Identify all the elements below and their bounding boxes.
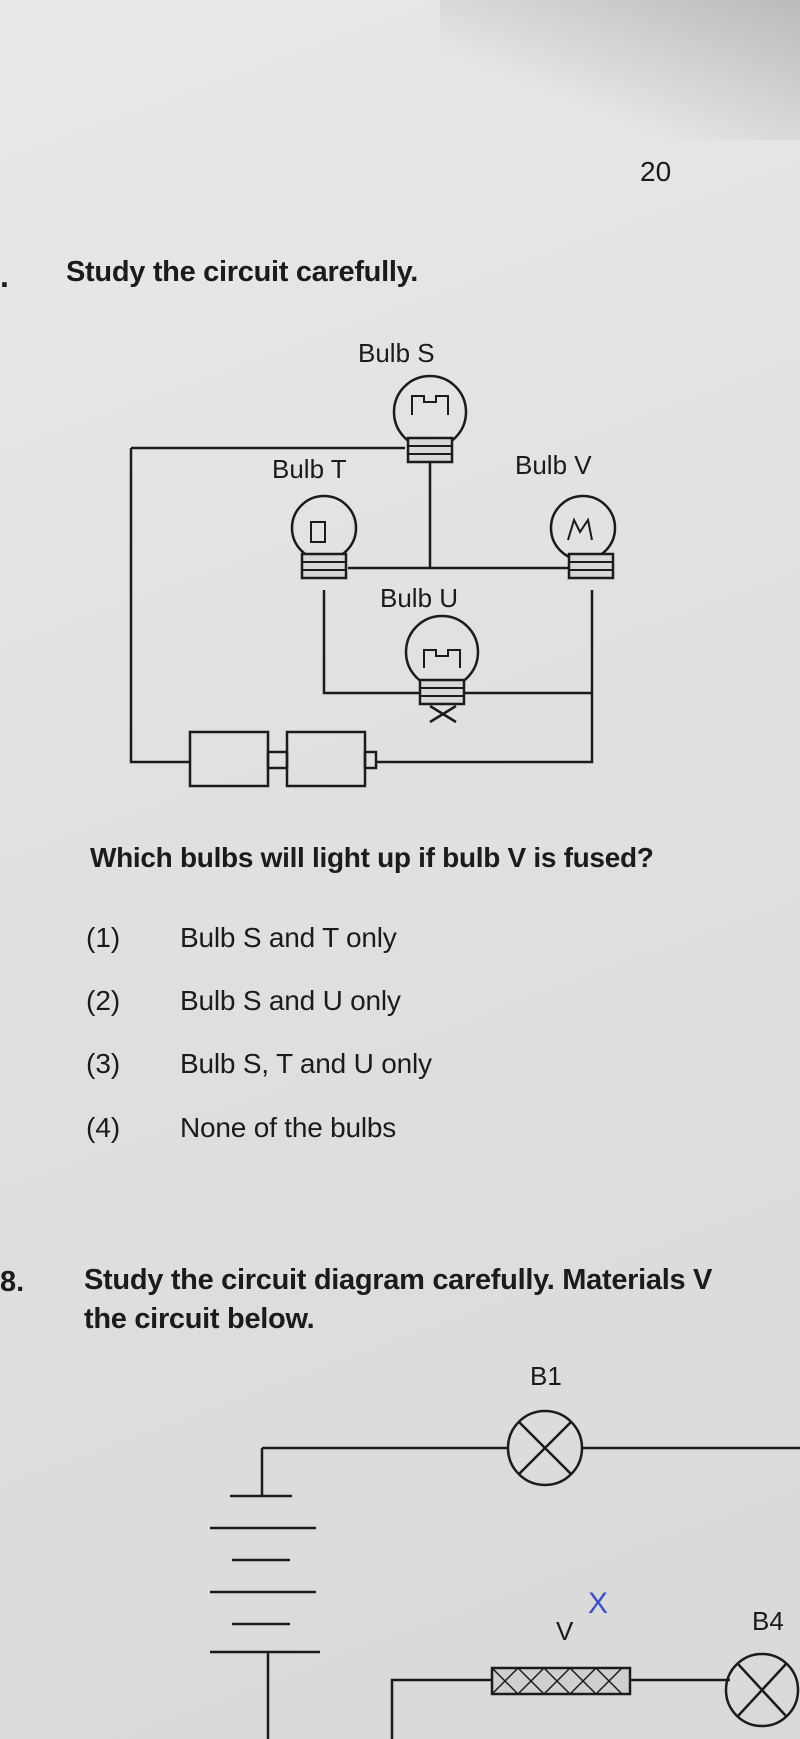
- bulb-v-label: Bulb V: [515, 450, 592, 480]
- circuit-1-wires: [129, 446, 594, 764]
- bulb-v: [549, 494, 617, 580]
- handwritten-x-mark: X: [588, 1587, 608, 1620]
- bulb-s-label: Bulb S: [358, 338, 435, 368]
- question-1-intro: Study the circuit carefully.: [66, 256, 419, 288]
- bulb-u: [404, 614, 480, 724]
- page-number: 20: [640, 156, 672, 187]
- bulb-u-label: Bulb U: [380, 583, 458, 613]
- option-2-text: Bulb S and U only: [180, 985, 401, 1016]
- b4-label: B4: [752, 1606, 784, 1636]
- question-2-line-2: the circuit below.: [84, 1303, 315, 1335]
- question-2-number: 8.: [0, 1266, 25, 1298]
- option-4-text: None of the bulbs: [180, 1112, 397, 1143]
- option-1-text: Bulb S and T only: [180, 922, 397, 953]
- bulb-t-label: Bulb T: [272, 454, 347, 484]
- option-1-number: (1): [86, 922, 121, 953]
- option-3-number: (3): [86, 1048, 121, 1079]
- bulb-t: [290, 494, 358, 580]
- question-1-text: Which bulbs will light up if bulb V is f…: [90, 842, 654, 873]
- option-3-text: Bulb S, T and U only: [180, 1048, 432, 1079]
- option-2-number: (2): [86, 985, 121, 1016]
- v-label: V: [556, 1616, 574, 1646]
- option-4-number: (4): [86, 1112, 121, 1143]
- battery: [188, 730, 378, 788]
- circuit-2: [210, 1409, 800, 1739]
- question-2-line-1: Study the circuit diagram carefully. Mat…: [84, 1264, 713, 1296]
- bulb-s: [392, 374, 468, 464]
- b1-label: B1: [530, 1361, 562, 1391]
- question-1-number: .: [0, 258, 9, 294]
- page-shadow: [440, 0, 800, 140]
